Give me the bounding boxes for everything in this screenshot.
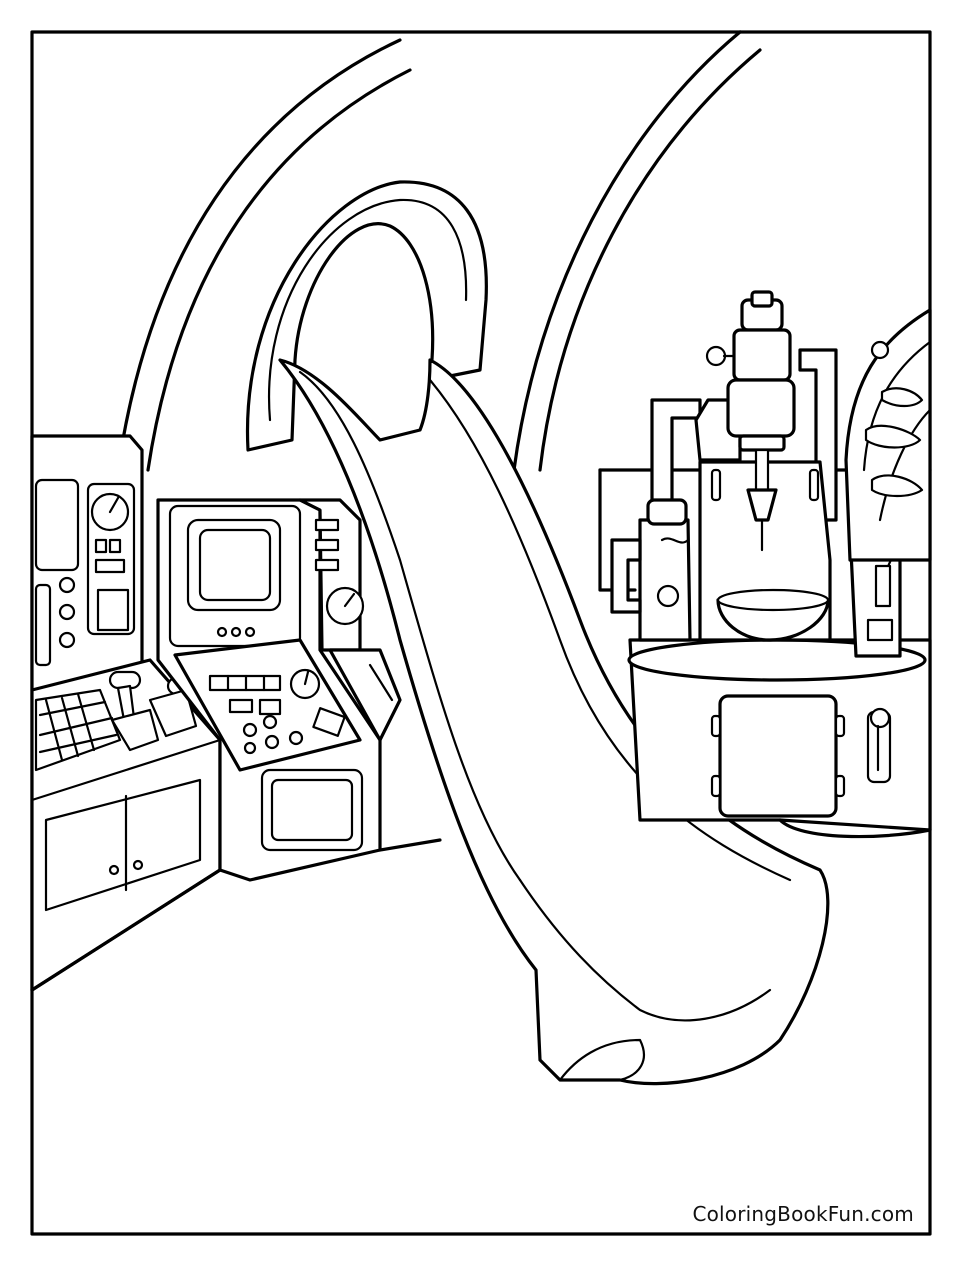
- site-watermark: ColoringBookFun.com: [688, 1200, 918, 1228]
- spiral-slide: [245, 180, 830, 1086]
- cabinet-right: [844, 308, 932, 562]
- control-console-center: [156, 498, 402, 882]
- dome-arch: [116, 30, 932, 592]
- floor: [30, 818, 932, 992]
- coffee-machine-station: [610, 290, 932, 839]
- control-console-left: [30, 434, 222, 992]
